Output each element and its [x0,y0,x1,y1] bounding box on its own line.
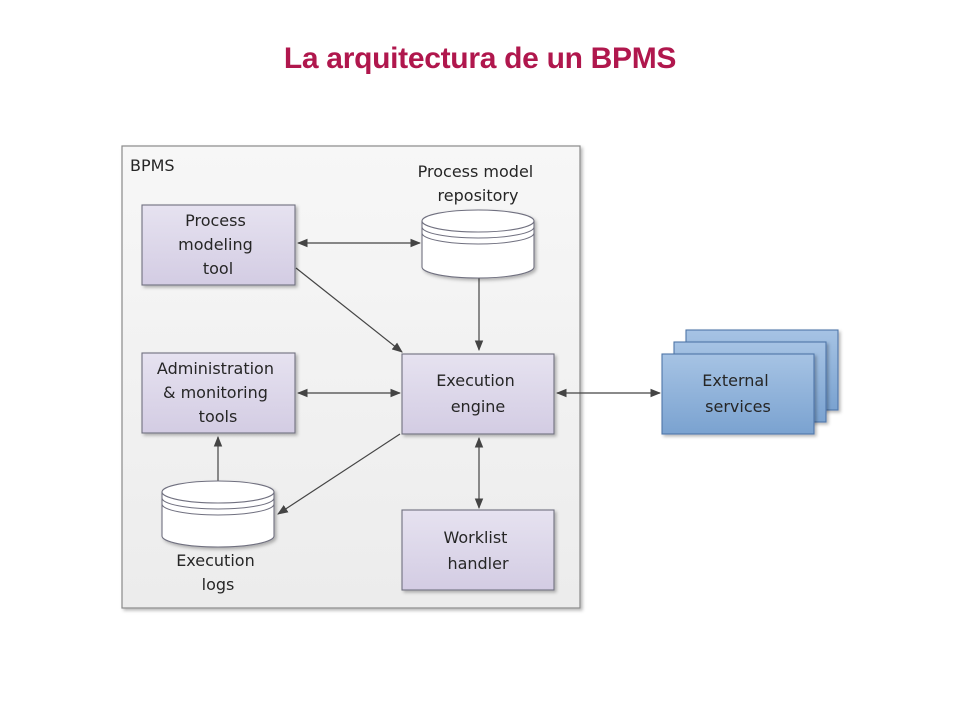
execution-engine-box: Execution engine [401,353,555,435]
arrow-modeling-engine [295,267,403,353]
process-modeling-tool-line-2: modeling [178,235,253,254]
admin-monitoring-tools-box: Administration & monitoring tools [141,352,296,434]
slide-title: La arquitectura de un BPMS [283,42,677,75]
arrow-engine-logs [277,433,401,515]
execution-engine-line-2: engine [451,397,506,416]
process-modeling-tool-box: Process modeling tool [141,204,296,286]
worklist-handler-line-2: handler [447,554,509,573]
database-cylinder-icon [421,209,535,279]
connectors [213,238,662,515]
process-modeling-tool-line-1: Process [185,211,246,230]
svg-text:Administration & monitor: Administration & monitoring tools [157,359,279,426]
repository-line-1: Process model [418,162,534,181]
admin-line-1: Administration [157,359,274,378]
container-label: BPMS [130,156,175,175]
execution-logs-line-1: Execution [176,551,255,570]
process-model-repository-db: Process model repository [418,162,539,279]
svg-text:Worklist handler: Worklist handler [443,528,512,573]
execution-logs-line-2: logs [202,575,235,594]
external-services-line-1: External [702,371,768,390]
worklist-handler-line-1: Worklist [443,528,507,547]
execution-logs-db: Execution logs [161,480,275,594]
external-services-line-2: services [705,397,771,416]
svg-text:Process model repository: Process model repository [418,162,539,205]
worklist-handler-box: Worklist handler [401,509,555,591]
svg-text:External services: External services [702,371,773,416]
process-modeling-tool-line-3: tool [203,259,233,278]
svg-text:Execution logs: Execution logs [176,551,260,594]
svg-text:Process modeling t: Process modeling tool [178,211,258,278]
admin-line-2: & monitoring [163,383,268,402]
external-services-stack: External services [661,329,839,435]
execution-engine-line-1: Execution [436,371,515,390]
database-cylinder-icon [161,480,275,548]
repository-line-2: repository [438,186,519,205]
admin-line-3: tools [199,407,238,426]
svg-text:Execution engine: Execution engine [436,371,520,416]
